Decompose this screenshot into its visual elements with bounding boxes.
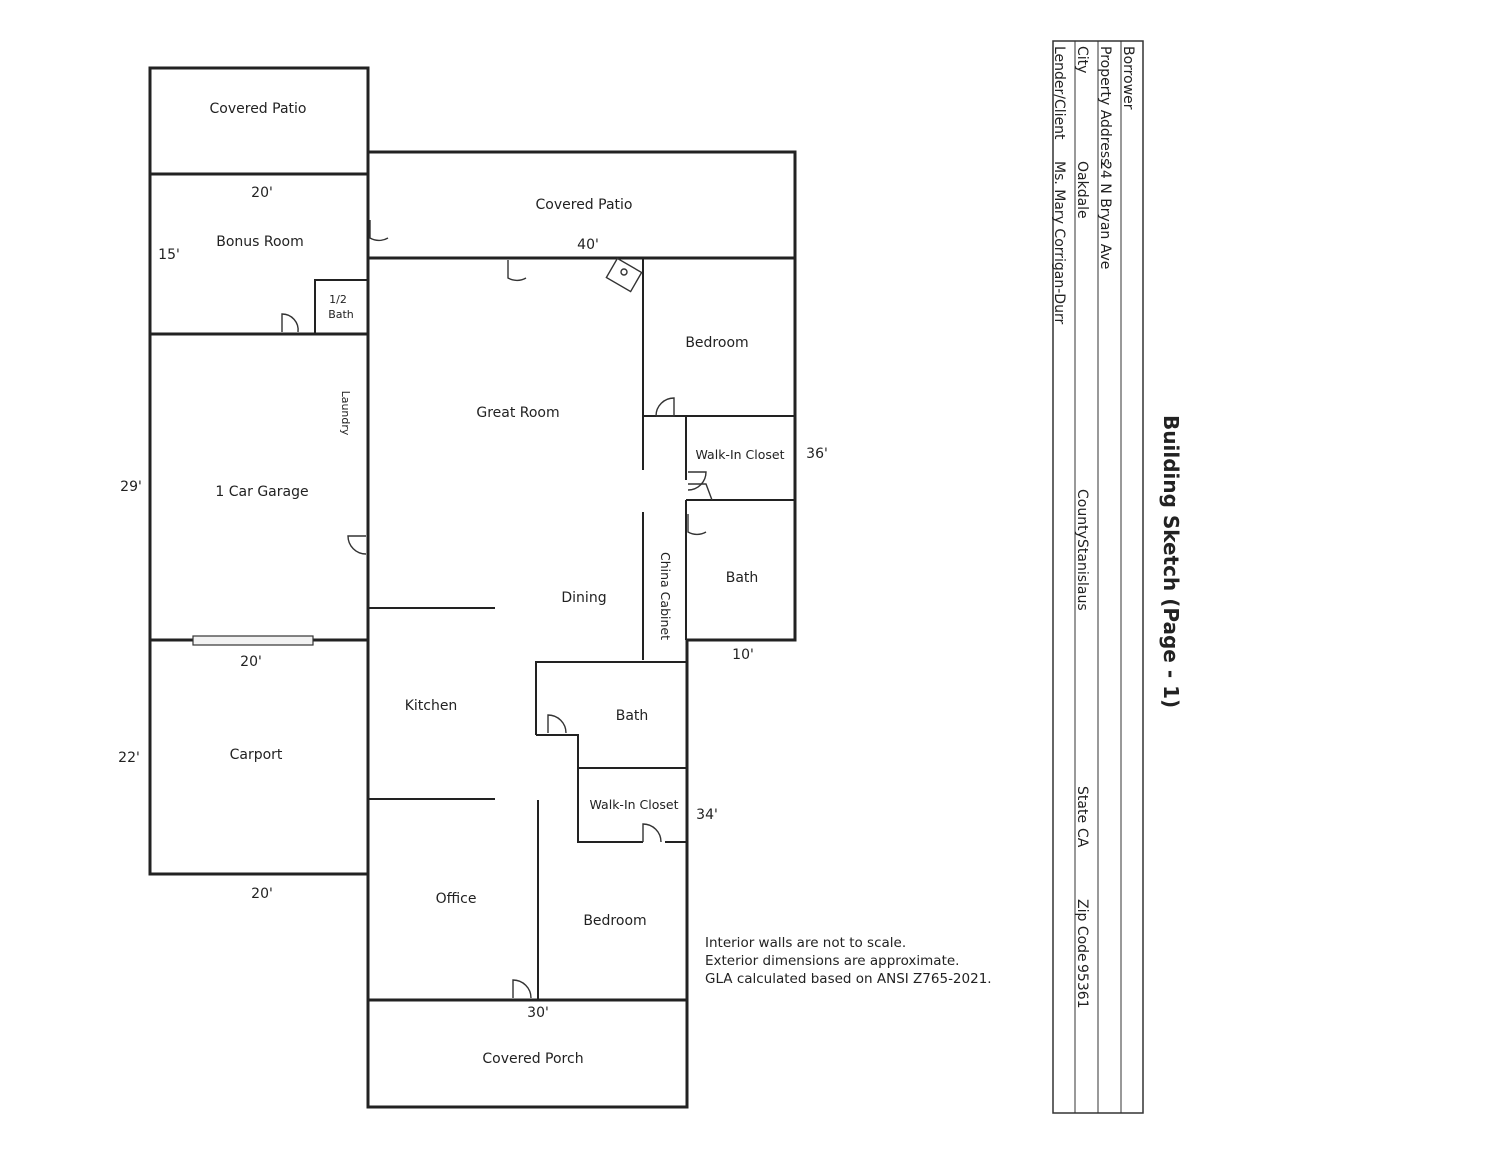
room-label-walk-in-closet-2: Walk-In Closet [590, 797, 679, 812]
note-line-1: Interior walls are not to scale. [705, 935, 906, 951]
dim-mid-depth: 34' [696, 807, 718, 823]
room-label-carport: Carport [230, 747, 283, 763]
room-label-office: Office [436, 891, 477, 907]
state-label: State [1074, 786, 1090, 823]
interior-walls [314, 258, 795, 1000]
dim-bath-offset: 10' [732, 647, 754, 663]
dim-carport-depth: 22' [118, 750, 140, 766]
dim-bonus-depth: 15' [158, 247, 180, 263]
room-label-covered-patio-top: Covered Patio [210, 101, 307, 117]
room-label-bath-1: Bath [726, 570, 759, 586]
dim-garage-depth: 29' [120, 479, 142, 495]
city-value: Oakdale [1074, 161, 1090, 219]
note-line-2: Exterior dimensions are approximate. [705, 953, 959, 969]
sketch-notes: Interior walls are not to scale. Exterio… [705, 935, 992, 987]
room-label-kitchen: Kitchen [405, 698, 458, 714]
county-label: County [1074, 489, 1090, 539]
dim-patio-width: 40' [577, 237, 599, 253]
room-label-covered-patio-rear: Covered Patio [536, 197, 633, 213]
room-label-bedroom-2: Bedroom [583, 913, 646, 929]
garage-door [192, 635, 314, 646]
room-label-covered-porch: Covered Porch [482, 1051, 583, 1067]
county-value: Stanislaus [1074, 539, 1090, 611]
lender-label: Lender/Client [1051, 46, 1067, 140]
room-label-dining: Dining [561, 590, 606, 606]
zip-value: 95361 [1074, 964, 1090, 1009]
room-label-china-cabinet: China Cabinet [658, 552, 673, 640]
property-address-value: 24 N Bryan Ave [1097, 161, 1113, 269]
sketch-title: Building Sketch (Page - 1) [1159, 415, 1183, 708]
dimension-labels: 20' 15' 40' 36' 29' 20' 22' 20' 10' 34' … [118, 185, 828, 1021]
state-value: CA [1074, 828, 1090, 848]
room-label-bonus-room: Bonus Room [216, 234, 304, 250]
room-label-great-room: Great Room [476, 405, 559, 421]
property-address-label: Property Address [1097, 46, 1113, 165]
dim-carport-width: 20' [251, 886, 273, 902]
note-line-3: GLA calculated based on ANSI Z765-2021. [705, 971, 992, 987]
dim-right-depth: 36' [806, 446, 828, 462]
zip-label: Zip Code [1074, 899, 1090, 962]
dim-garage-width: 20' [240, 654, 262, 670]
room-labels: Covered Patio Covered Patio Bonus Room 1… [210, 101, 785, 1067]
floor-plan-walls [148, 66, 797, 1109]
room-label-half-bath-line2: Bath [328, 308, 354, 321]
title-block: Building Sketch (Page - 1) Borrower Prop… [1051, 40, 1183, 1114]
dim-bonus-width: 20' [251, 185, 273, 201]
room-label-laundry: Laundry [339, 391, 352, 436]
city-label: City [1074, 46, 1090, 73]
room-label-bath-2: Bath [616, 708, 649, 724]
room-label-walk-in-closet-1: Walk-In Closet [696, 447, 785, 462]
borrower-label: Borrower [1120, 46, 1136, 110]
door-swings [281, 220, 713, 999]
room-label-garage: 1 Car Garage [215, 484, 308, 500]
lender-value: Ms. Mary Corrigan-Durr [1051, 161, 1067, 324]
room-label-half-bath-line1: 1/2 [329, 293, 347, 306]
dim-front-width: 30' [527, 1005, 549, 1021]
room-label-bedroom-1: Bedroom [685, 335, 748, 351]
